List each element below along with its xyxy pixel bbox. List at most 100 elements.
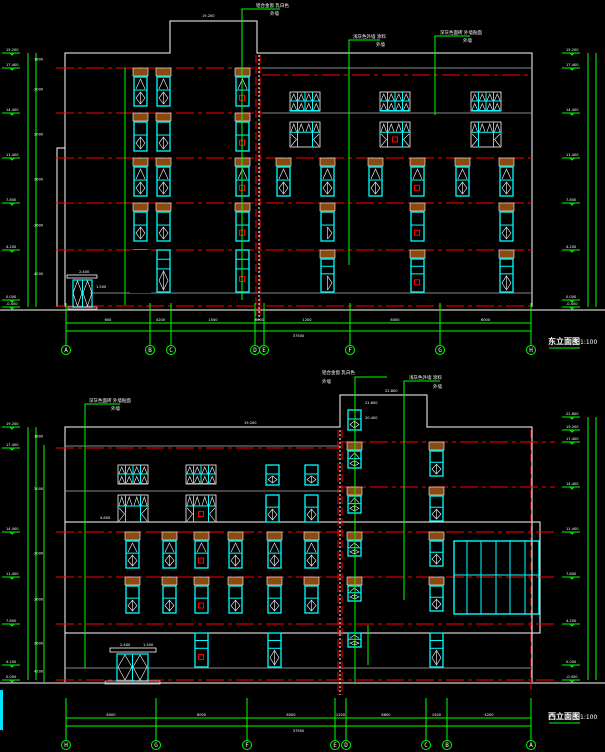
window	[409, 249, 426, 293]
window-frame	[455, 166, 470, 197]
entrance-label: 2.400	[120, 643, 131, 647]
window-lintel	[193, 576, 210, 586]
window	[132, 67, 149, 107]
window-opening-mark	[269, 542, 280, 553]
axis-label: B	[445, 742, 449, 749]
dimension-value: 6000	[481, 318, 491, 322]
axis-label: G	[154, 742, 158, 749]
wide-window	[470, 91, 502, 112]
window-lintel	[319, 202, 336, 212]
level-value: -0.450	[6, 302, 18, 306]
dimension-value: 1500	[432, 713, 442, 717]
window-opening-mark	[126, 466, 133, 474]
window-lintel	[428, 441, 445, 451]
window-lintel	[132, 157, 149, 167]
window-frame	[410, 211, 425, 242]
window-frame	[410, 166, 425, 197]
window-lintel	[319, 157, 336, 167]
selection-indicator	[0, 690, 3, 730]
window-frame	[162, 540, 177, 569]
floor-height: 3000	[34, 552, 44, 556]
level-markers: 19.20017.40014.40011.4007.8004.2000.0002…	[2, 412, 597, 683]
level-symbol	[9, 299, 15, 303]
window-frame	[304, 540, 319, 569]
axis-label: H	[529, 347, 533, 354]
window	[367, 157, 384, 197]
axis-label: B	[148, 347, 152, 354]
level-value: 0.000	[566, 295, 577, 299]
wide-window	[379, 121, 411, 148]
window	[428, 441, 445, 477]
window-tag-marker	[198, 653, 204, 660]
level-value: -0.450	[566, 675, 578, 679]
window	[498, 249, 515, 293]
level-symbol	[9, 679, 15, 683]
window-opening-mark	[194, 466, 201, 474]
window-opening-mark	[118, 496, 125, 506]
window-opening-mark	[395, 102, 402, 111]
window	[193, 531, 210, 569]
window-opening-mark	[186, 507, 193, 522]
window-opening-mark	[209, 496, 216, 506]
annotation-text: 铝合金窗 乳白色	[322, 369, 355, 376]
axis-label: D	[253, 347, 257, 354]
window-lintel	[303, 576, 320, 586]
window-opening-mark	[118, 475, 125, 484]
window-opening-mark	[327, 226, 333, 240]
annotation-subtext: 外墙	[270, 10, 279, 17]
window-frame	[228, 585, 243, 614]
level-value: 0.000	[566, 660, 577, 664]
level-symbol	[569, 249, 575, 253]
entrance-label: 2.400	[79, 270, 90, 274]
axis-label: A	[529, 742, 533, 749]
annotation-subtext: 外墙	[111, 405, 120, 412]
roof-level: 19.200	[202, 14, 215, 18]
axis-bubble	[435, 345, 445, 355]
window-opening-mark	[494, 123, 501, 132]
level-symbol	[569, 67, 575, 71]
window-opening-mark	[298, 102, 305, 111]
axis-label: C	[424, 742, 428, 749]
axis-label: G	[438, 347, 442, 354]
window-lintel	[303, 531, 320, 541]
lower-elevation: 2.400 1.500 深灰色面砖 外墙贴面 外墙 铝合金窗 乳白色 外墙 浅灰…	[0, 369, 605, 750]
window-opening-mark	[471, 93, 478, 101]
level-value: 22.800	[566, 412, 579, 416]
axis-label: F	[245, 742, 249, 749]
window-opening-mark	[298, 123, 305, 132]
window	[267, 632, 282, 668]
window	[428, 531, 445, 567]
floor-lines	[56, 67, 532, 307]
window-opening-mark	[118, 507, 125, 522]
window-frame	[156, 249, 171, 293]
window-opening-mark	[305, 123, 312, 132]
window	[227, 531, 244, 569]
window-opening-mark	[186, 496, 193, 506]
window-opening-mark	[305, 102, 312, 111]
window	[265, 494, 280, 523]
window-opening-mark	[230, 542, 241, 553]
window-opening-mark	[380, 102, 387, 111]
level-symbol	[569, 531, 575, 535]
window-opening-mark	[395, 123, 402, 132]
entrance-label: 1.500	[143, 643, 154, 647]
window-opening-mark	[196, 542, 207, 553]
annotation-text: 深灰色面砖 外墙贴面	[89, 397, 131, 404]
window-frame	[156, 121, 171, 152]
axis-bubble	[341, 740, 351, 750]
tower-level: 21.600	[365, 401, 378, 405]
window-opening-mark	[133, 466, 140, 474]
window-opening-mark	[486, 93, 493, 101]
level-symbol	[569, 429, 575, 433]
window-opening-mark	[186, 475, 193, 484]
window-opening-mark	[471, 123, 478, 132]
wide-window	[117, 494, 149, 523]
window-opening-mark	[290, 102, 297, 111]
window	[155, 157, 172, 197]
roof-level: 19.200	[244, 421, 257, 425]
axis-label: F	[348, 347, 352, 354]
window-opening-mark	[158, 78, 169, 90]
window-lintel	[193, 531, 210, 541]
